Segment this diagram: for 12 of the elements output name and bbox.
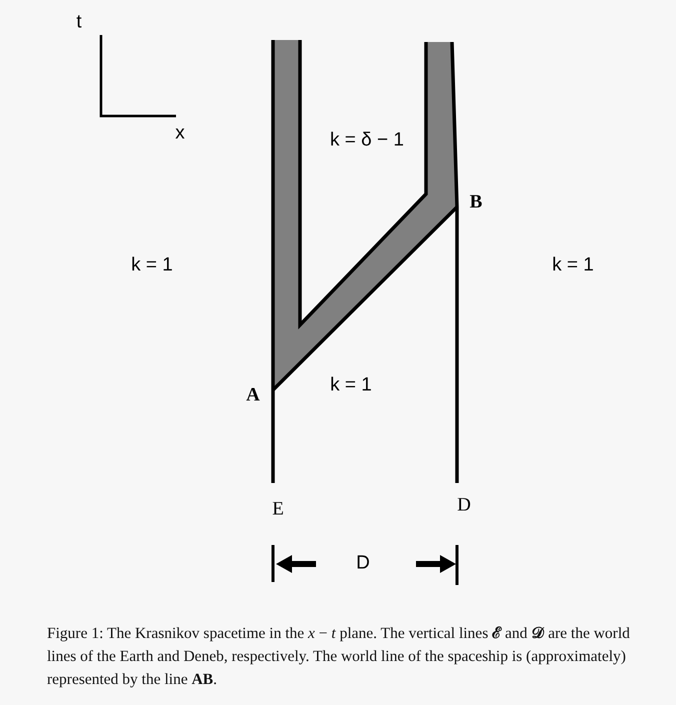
region-label: k = 1 bbox=[330, 376, 372, 394]
region-label: k = δ − 1 bbox=[330, 130, 404, 150]
point-label: B bbox=[470, 192, 482, 212]
axis-label: t bbox=[76, 12, 82, 32]
axis-label: x bbox=[175, 124, 185, 142]
world-line-label: E bbox=[272, 500, 284, 518]
figure-caption: Figure 1: The Krasnikov spacetime in the x − t plane. The vertical lines ℰ and 𝒟 are the world lines of the Earth and Deneb, respectively. The world line of the spaceship is (approximately) represented by the line AB. bbox=[47, 624, 631, 690]
dimension-label: D bbox=[356, 554, 370, 572]
region-label: k = 1 bbox=[552, 256, 594, 274]
region-label: k = 1 bbox=[131, 256, 173, 274]
world-line-label: D bbox=[457, 496, 471, 514]
point-label: A bbox=[246, 386, 260, 404]
